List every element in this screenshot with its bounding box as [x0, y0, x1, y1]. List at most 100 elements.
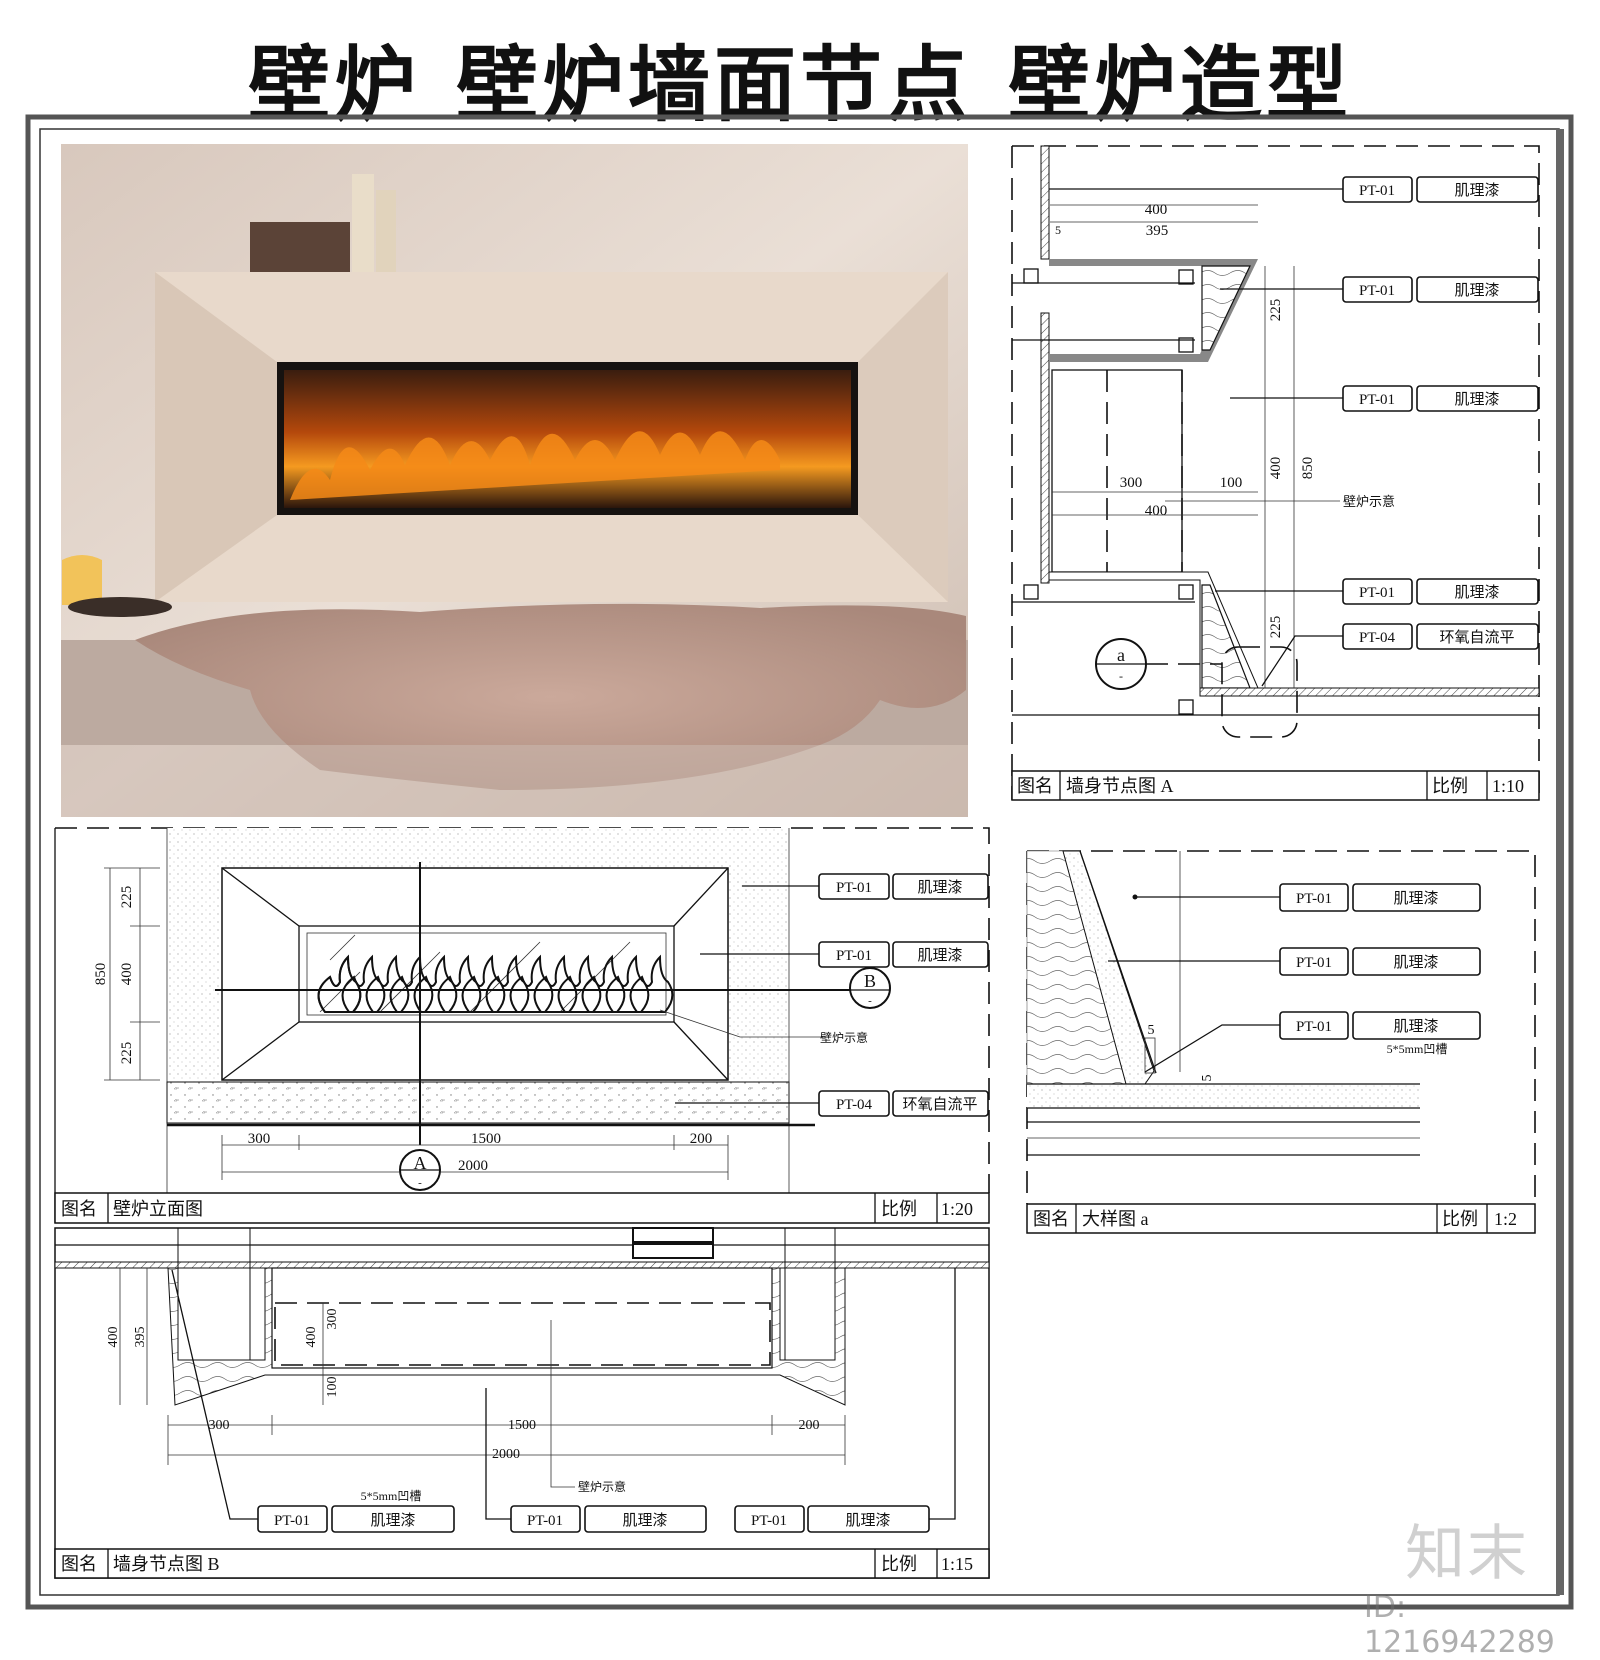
section-a-titlebar: 图名 墙身节点图 A 比例 1:10 [1011, 770, 1540, 801]
dim-label: 395 [133, 1327, 148, 1348]
text-label: 大样图 a [1082, 1209, 1149, 1229]
tag-label: 肌理漆 [1454, 584, 1499, 601]
tag-code: PT-01 [751, 1513, 787, 1529]
dim-label: 200 [690, 1131, 713, 1147]
dim-label: 400 [119, 963, 135, 986]
tag-label: 肌理漆 [917, 879, 962, 896]
tag-code: PT-01 [1359, 283, 1395, 299]
material-tag: PT-01 肌理漆 [1279, 883, 1481, 912]
text-label: 1:10 [1492, 776, 1524, 796]
tag-code: PT-01 [1296, 891, 1332, 907]
tag-label: 肌理漆 [1454, 391, 1499, 408]
material-tag: PT-04 环氧自流平 [1342, 623, 1539, 650]
dim-label: 300 [248, 1131, 271, 1147]
section-b-titlebar: 图名 墙身节点图 B 比例 1:15 [54, 1548, 990, 1579]
sheet-outer-border [25, 114, 1574, 1610]
text-label: 1:2 [1494, 1209, 1517, 1229]
material-tag: PT-01 肌理漆 [1342, 578, 1539, 605]
flame-shape [290, 431, 780, 500]
dim-label: 225 [1268, 616, 1284, 639]
dim-label: 2000 [492, 1447, 520, 1462]
tag-label: 图名 [61, 1554, 97, 1574]
material-tag: PT-01 肌理漆 [734, 1505, 930, 1533]
fireplace-photo [61, 144, 968, 817]
dim-label: 2000 [458, 1158, 488, 1174]
tag-label: 肌理漆 [917, 947, 962, 964]
material-tag: PT-01 肌理漆 [1279, 1011, 1481, 1040]
material-tag: PT-01 肌理漆 [1342, 276, 1539, 303]
tag-label: 比例 [1442, 1209, 1478, 1229]
material-tag: PT-01 肌理漆 [510, 1505, 707, 1533]
tag-label: 肌理漆 [1393, 1018, 1438, 1035]
tag-code: PT-01 [274, 1513, 310, 1529]
dim-label: 400 [1145, 202, 1168, 218]
tag-label: 肌理漆 [622, 1512, 667, 1529]
tag-code: PT-01 [1296, 1019, 1332, 1035]
dim-label: 225 [119, 886, 135, 909]
marker-letter: B [864, 971, 876, 991]
text-label: 1:15 [941, 1554, 973, 1574]
marker-letter: A [414, 1153, 427, 1173]
tag-label: 肌理漆 [1454, 282, 1499, 299]
dim-label: 400 [1268, 457, 1284, 480]
watermark-logo: 知末 [1405, 1519, 1529, 1589]
dim-label: 225 [1268, 299, 1284, 322]
section-marker-b [849, 967, 891, 1009]
sheet-right-bar [1556, 129, 1564, 1595]
elevation-titlebar: 图名 壁炉立面图 比例 1:20 [54, 1192, 990, 1224]
tag-code: PT-01 [1359, 392, 1395, 408]
dim-label: 1500 [508, 1418, 536, 1433]
elevation-drawing [54, 827, 990, 1223]
tag-code: PT-01 [1359, 183, 1395, 199]
tag-label: 环氧自流平 [1439, 629, 1514, 646]
dim-label: 400 [106, 1327, 121, 1348]
dim-label: 300 [209, 1418, 230, 1433]
dim-label: 300 [325, 1309, 340, 1330]
dim-label: 400 [304, 1327, 319, 1348]
material-tag: PT-01 肌理漆 [818, 941, 989, 968]
tag-label: 比例 [881, 1554, 917, 1574]
marker-letter: a [1117, 645, 1125, 665]
tag-label: 肌理漆 [845, 1512, 890, 1529]
tag-label: 比例 [881, 1199, 917, 1219]
fireplace-note: 壁炉示意 [578, 1479, 626, 1494]
tag-label: 肌理漆 [1393, 890, 1438, 907]
fireplace-note: 壁炉示意 [820, 1030, 868, 1045]
detail-a-titlebar: 图名 大样图 a 比例 1:2 [1026, 1203, 1536, 1234]
section-b-drawing [54, 1227, 990, 1579]
section-a-drawing [1011, 145, 1540, 800]
marker-sub: - [868, 995, 872, 1007]
text-label: 壁炉立面图 [113, 1199, 203, 1219]
section-b-tags: PT-01 肌理漆 PT-01 肌理漆 PT-01 肌理漆 [257, 1505, 930, 1533]
dim-label: 225 [119, 1042, 135, 1065]
material-tag: PT-01 肌理漆 [257, 1505, 455, 1533]
fireplace-note: 壁炉示意 [1343, 494, 1395, 509]
groove-note: 5*5mm凹槽 [361, 1489, 422, 1503]
tag-code: PT-01 [1359, 585, 1395, 601]
tag-label: 肌理漆 [1454, 182, 1499, 199]
tag-label: 肌理漆 [1393, 954, 1438, 971]
tag-code: PT-01 [1296, 955, 1332, 971]
tag-label: 图名 [1017, 776, 1053, 796]
tag-label: 图名 [1033, 1209, 1069, 1229]
tag-label: 比例 [1432, 776, 1468, 796]
rug [135, 603, 966, 790]
dim-label: 100 [325, 1377, 340, 1398]
dim-label: 400 [1145, 503, 1168, 519]
dim-label: 850 [1300, 457, 1316, 480]
marker-sub: - [1119, 669, 1123, 683]
dim-label: 300 [1120, 475, 1143, 491]
tag-code: PT-01 [836, 948, 872, 964]
tag-code: PT-01 [836, 880, 872, 896]
tag-label: 肌理漆 [370, 1512, 415, 1529]
text-label: 1:20 [941, 1199, 973, 1219]
material-tag: PT-01 肌理漆 [818, 873, 989, 900]
material-tag: PT-01 肌理漆 [1279, 947, 1481, 976]
dim-label: 1500 [471, 1131, 501, 1147]
dim-label: 395 [1146, 223, 1169, 239]
tag-code: PT-04 [1359, 630, 1396, 646]
tag-code: PT-01 [527, 1513, 563, 1529]
